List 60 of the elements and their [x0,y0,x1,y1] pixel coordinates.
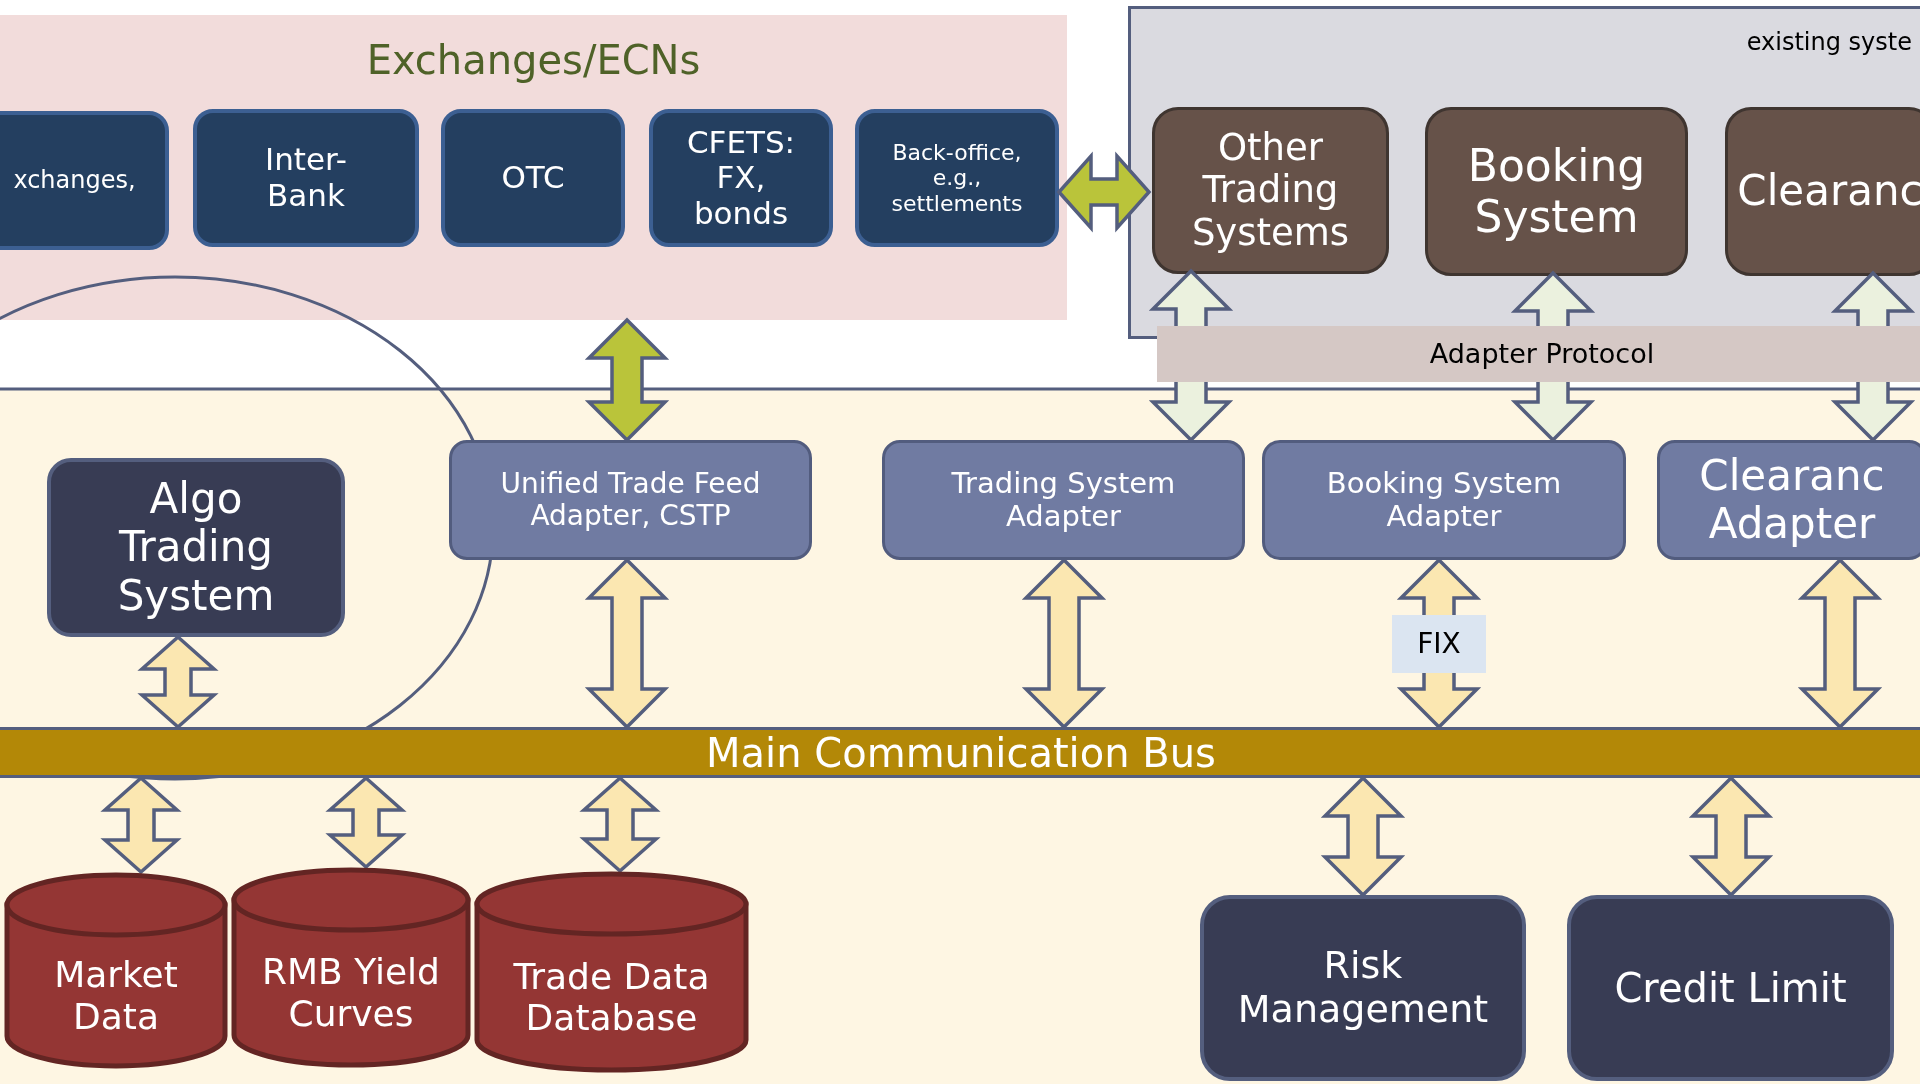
system-box [1152,107,1389,274]
double-arrow [137,634,219,730]
double-arrow [584,317,670,443]
double-arrow [100,775,182,875]
node-label: Credit Limit [1614,965,1847,1011]
double-arrow [1830,270,1916,443]
double-arrow [579,775,661,874]
node-label: Unified Trade Feed Adapter, CSTP [499,467,762,533]
node-label: Adapter Protocol [1429,338,1655,370]
adapter-box [1262,440,1626,560]
double-arrow [1148,268,1234,443]
system-box [1725,107,1920,276]
group-title: existing syste [1746,29,1912,57]
exchange-box [193,109,419,247]
bus-bar [0,727,1920,778]
adapter-box [449,440,812,560]
adapter-box [1657,440,1920,560]
node-label: RMB Yield Curves [261,951,441,1034]
exchanges-band [0,15,1067,320]
double-arrow [1396,557,1482,730]
exchange-box [855,109,1059,247]
node-label: Back-office, e.g., settlements [890,140,1024,216]
exchange-box [441,109,625,247]
node-label: CFETS: FX, bonds [685,124,797,232]
node-label: Booking System Adapter [1325,466,1563,534]
database-cylinder [4,872,228,1069]
node-label: Inter- Bank [264,142,348,214]
exchange-box [649,109,833,247]
node-label: Trading System Adapter [950,466,1177,534]
node-label: Other Trading Systems [1190,126,1351,255]
node-label: Risk Management [1236,944,1490,1032]
node-label: Algo Trading System [116,475,276,620]
node-label: Clearanc Adapter [1698,451,1886,549]
group-title: Exchanges/ECNs [366,37,701,83]
adapter-box [882,440,1245,560]
double-arrow [584,557,670,730]
process-box [1200,895,1526,1081]
existing-systems-panel [1128,6,1920,339]
double-arrow [1320,775,1406,898]
process-box [47,458,345,637]
node-label: Trade Data Database [512,955,711,1039]
edge-label: FIX [1392,614,1486,673]
double-arrow [1021,557,1107,730]
node-label: Main Communication Bus [706,729,1216,776]
node-label: Booking System [1466,140,1647,243]
node-label: OTC [501,160,565,196]
exchange-box [0,111,169,250]
node-label: Clearanc [1737,167,1920,216]
database-cylinder [474,871,749,1073]
double-arrow [325,775,407,870]
system-box [1425,107,1688,276]
double-arrow [1797,557,1883,730]
node-label: xchanges, [13,166,136,195]
double-arrow [1688,775,1774,898]
database-cylinder [231,867,471,1068]
process-box [1567,895,1894,1081]
node-label: Market Data [53,954,179,1037]
double-arrow [1056,151,1152,233]
protocol-band [1157,326,1920,382]
double-arrow [1510,270,1596,443]
